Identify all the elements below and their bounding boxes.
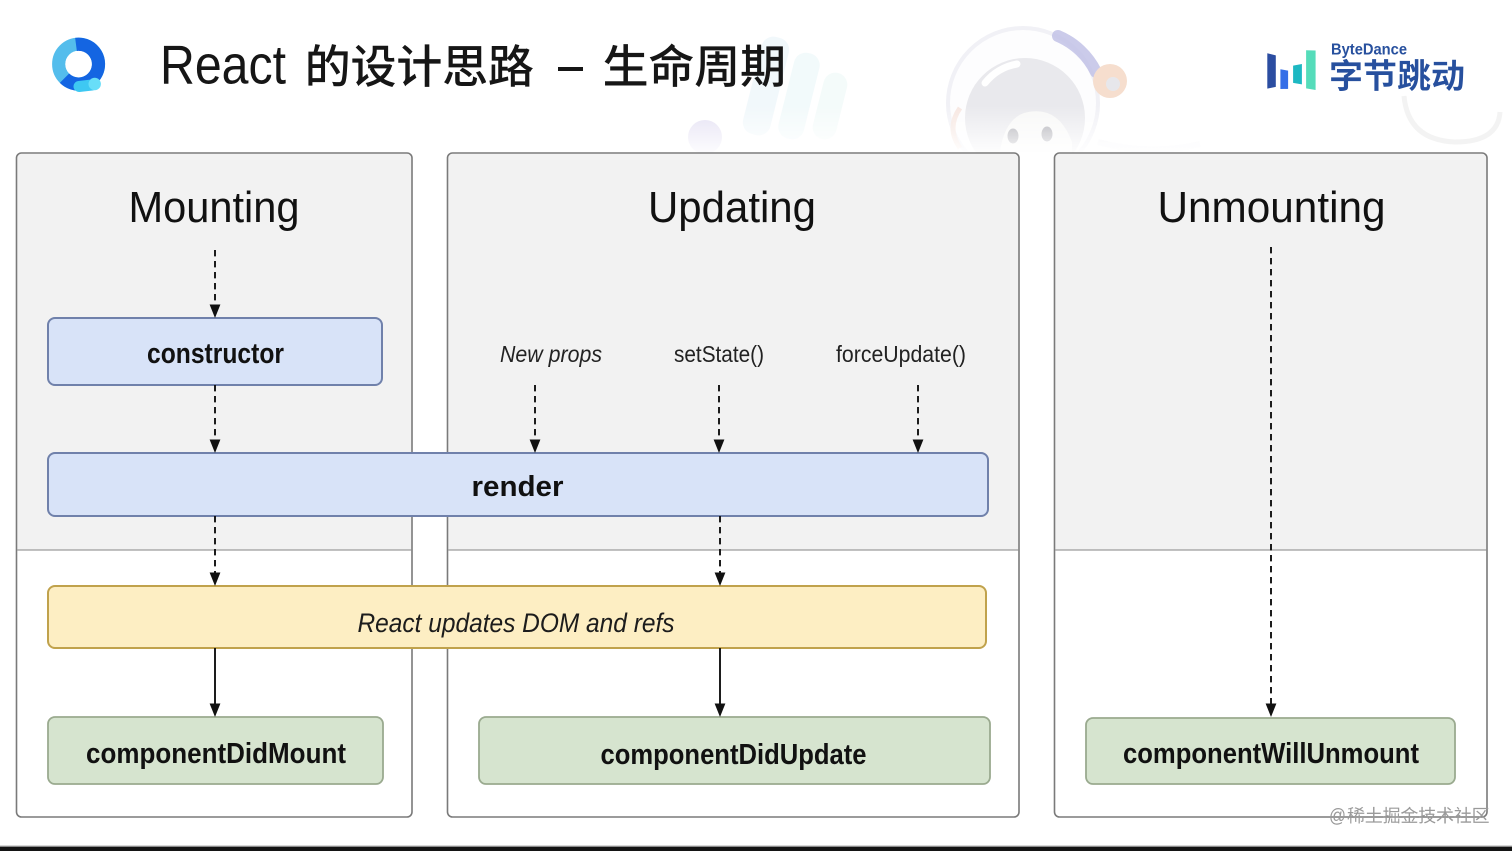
svg-text:setState(): setState() — [674, 341, 764, 367]
svg-text:constructor: constructor — [147, 338, 284, 370]
svg-text:@: @ — [1329, 806, 1346, 827]
svg-text:forceUpdate(): forceUpdate() — [836, 341, 966, 367]
svg-text:New props: New props — [500, 341, 602, 367]
svg-text:Unmounting: Unmounting — [1158, 183, 1386, 232]
svg-text:Mounting: Mounting — [129, 183, 300, 232]
svg-text:React: React — [160, 34, 286, 96]
svg-text:componentWillUnmount: componentWillUnmount — [1123, 738, 1419, 770]
svg-text:React updates DOM and refs: React updates DOM and refs — [358, 608, 675, 638]
svg-text:Updating: Updating — [648, 183, 816, 232]
svg-text:componentDidMount: componentDidMount — [86, 738, 346, 770]
svg-text:render: render — [472, 471, 564, 503]
svg-text:componentDidUpdate: componentDidUpdate — [601, 739, 867, 771]
svg-text:ByteDance: ByteDance — [1331, 42, 1407, 59]
